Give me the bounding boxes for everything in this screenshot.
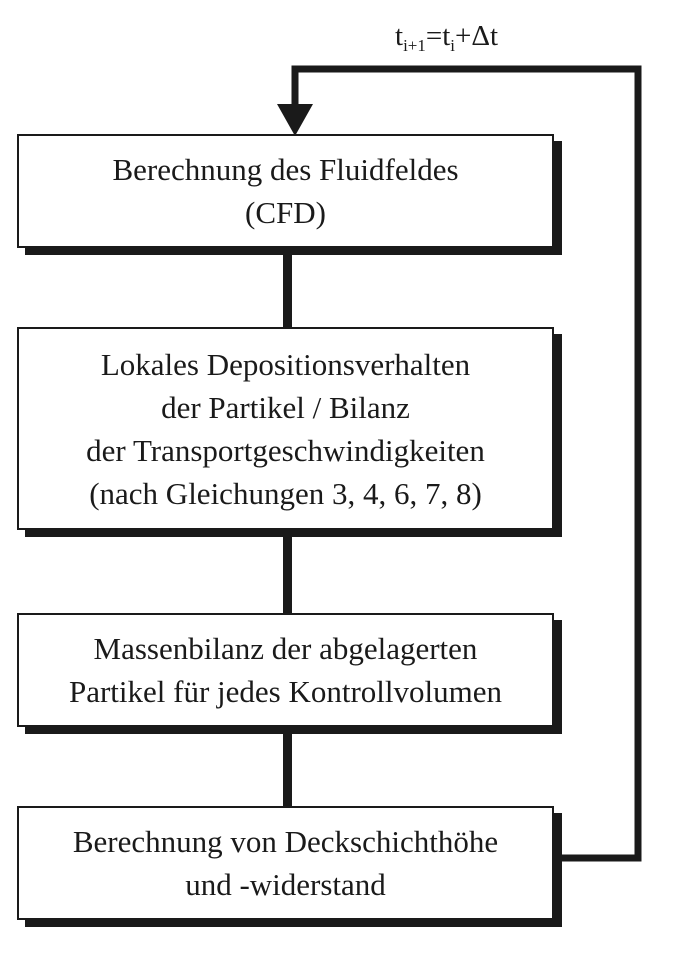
step-mass-balance-box: Massenbilanz der abgelagerten Partikel f… xyxy=(17,613,554,727)
equals-time: =t xyxy=(425,20,451,52)
connector-1-2 xyxy=(283,255,292,329)
time-subscript-next: i+1 xyxy=(403,36,426,55)
step-2-line-3: der Transportgeschwindigkeiten xyxy=(86,432,485,468)
connector-2-3 xyxy=(283,537,292,615)
step-1-line-2: (CFD) xyxy=(245,195,326,230)
step-2-line-4: (nach Gleichungen 3, 4, 6, 7, 8) xyxy=(89,475,482,511)
step-3-line-1: Massenbilanz der abgelagerten xyxy=(93,631,478,666)
step-2-line-2: der Partikel / Bilanz xyxy=(161,389,410,425)
step-4-line-2: und -widerstand xyxy=(185,867,386,902)
step-1-line-1: Berechnung des Fluidfeldes xyxy=(112,152,459,187)
feedback-loop-line xyxy=(291,65,642,862)
time-subscript-current: i xyxy=(450,36,456,55)
time-increment: +Δt xyxy=(455,20,499,52)
step-2-line-1: Lokales Depositionsverhalten xyxy=(100,346,471,382)
step-3-line-2: Partikel für jedes Kontrollvolumen xyxy=(68,674,503,709)
time-step-label: ti+1=ti+Δt xyxy=(395,18,498,54)
step-fluid-field-box: Berechnung des Fluidfeldes (CFD) xyxy=(17,134,554,248)
step-cover-layer-box: Berechnung von Deckschichthöhe und -wide… xyxy=(17,806,554,920)
connector-3-4 xyxy=(283,734,292,808)
step-deposition-box: Lokales Depositionsverhalten der Partike… xyxy=(17,327,554,530)
step-4-line-1: Berechnung von Deckschichthöhe xyxy=(72,824,499,859)
time-symbol: t xyxy=(395,20,404,52)
feedback-arrowhead xyxy=(277,104,313,136)
